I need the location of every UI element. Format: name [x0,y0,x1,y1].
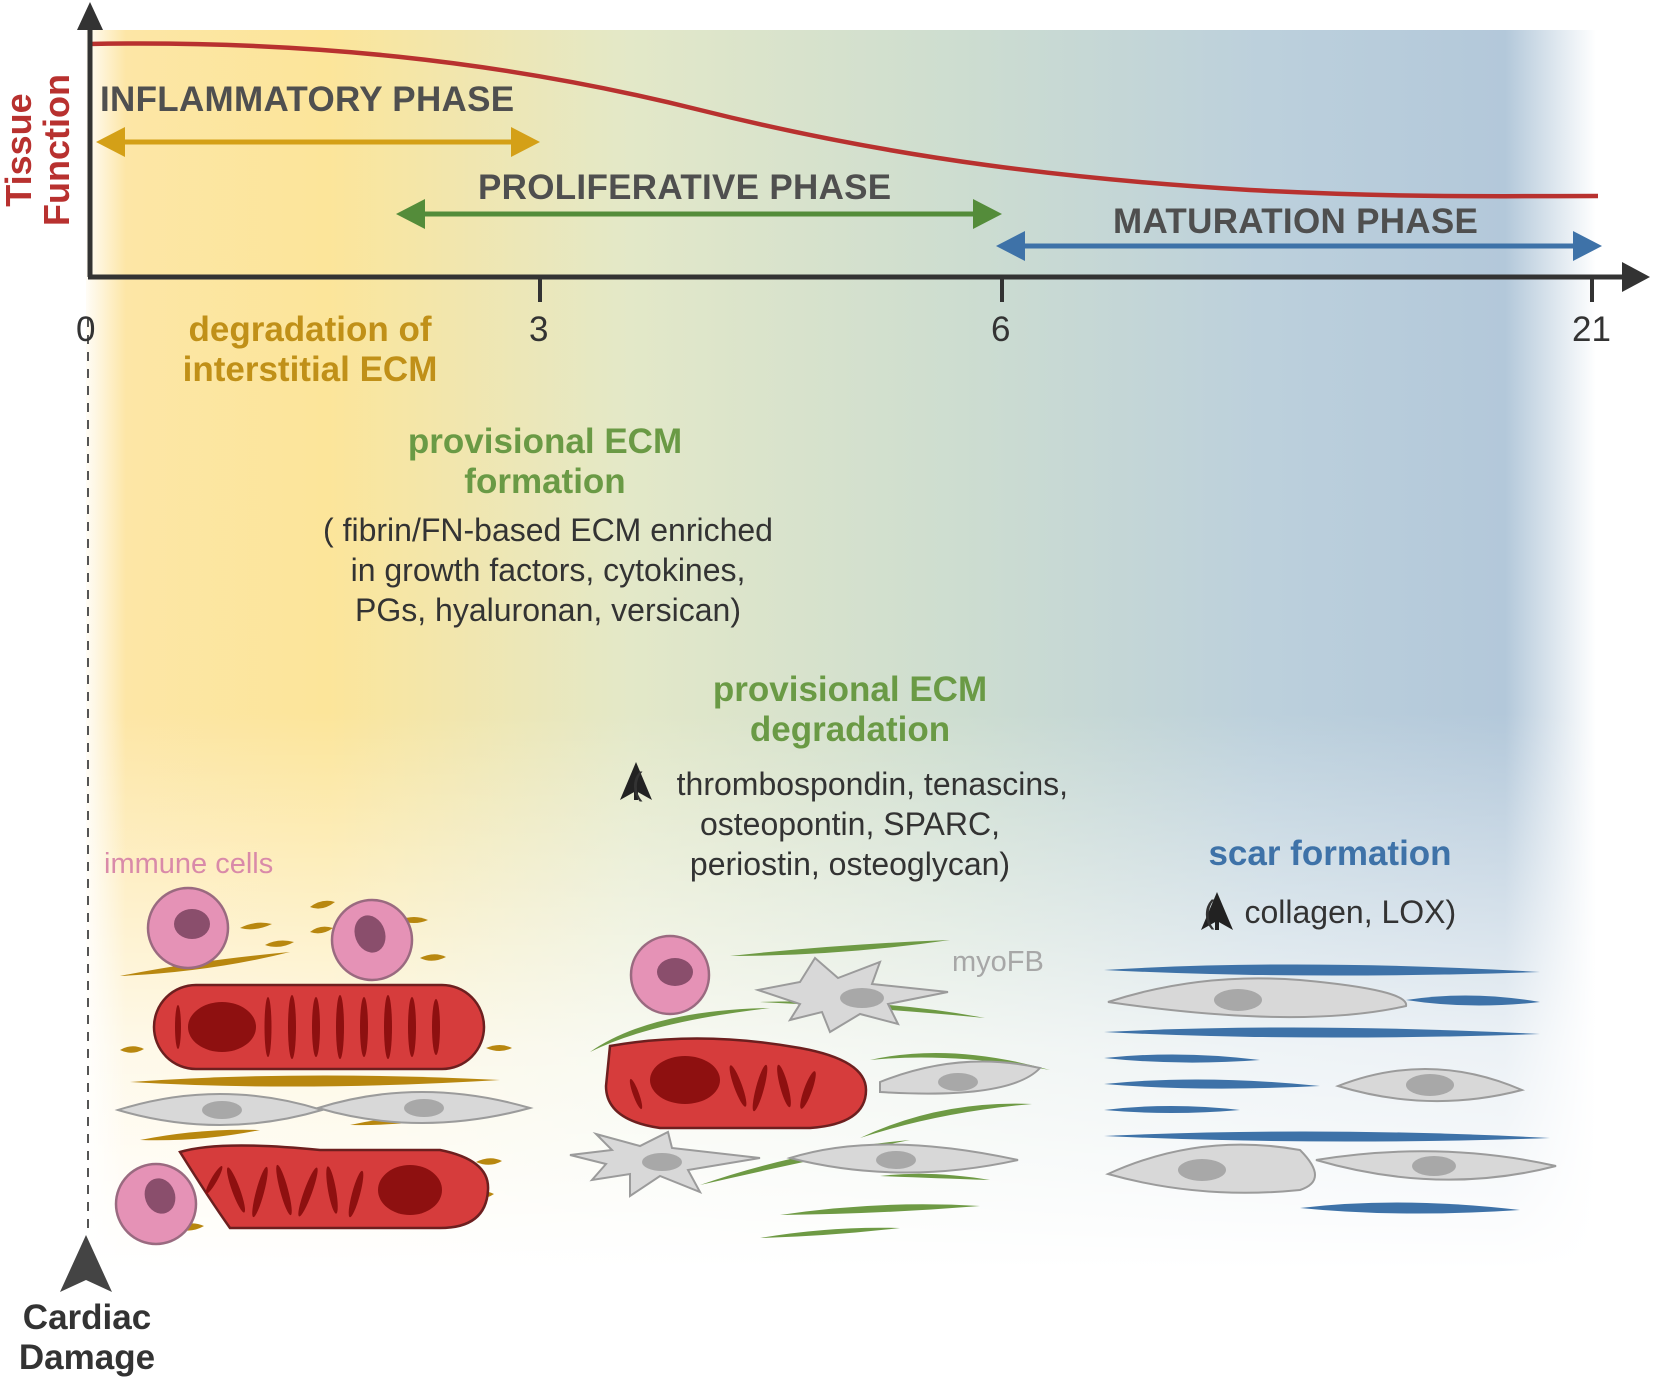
immune-cell [114,1162,198,1246]
prov-formation-line2: formation [464,462,626,501]
cardiac-damage-arrowhead [60,1235,112,1292]
inflammatory-phase-arrow [96,127,540,157]
x-tick-label-3: 3 [529,310,549,349]
ecm-degradation-line2: interstitial ECM [182,350,438,389]
prov-degradation-detail-line2: osteopontin, SPARC, [699,806,1000,842]
x-tick-label-0: 0 [76,310,96,349]
fibroblast [879,1060,1042,1095]
proliferative-cell-cluster [569,934,1050,1238]
prov-degradation-line1: provisional ECM [712,670,988,709]
scar-formation-detail: ( collagen, LOX) [1180,892,1480,932]
y-axis-arrowhead [77,2,103,30]
y-axis-title: Tissue Function [0,50,77,250]
scar-detail-text: collagen, LOX) [1244,894,1457,930]
y-axis-title-line2: Function [36,74,77,226]
collagen-fibers [1104,964,1550,1214]
prov-degradation-detail-line1-text: thrombospondin, tenascins, [676,766,1068,802]
provisional-ecm-degradation-label: provisional ECM degradation [680,670,1020,750]
y-axis-title-line1: Tissue [0,93,39,207]
cardiomyocyte [178,1144,490,1230]
cardiac-damage-line1: Cardiac [22,1298,152,1337]
fibroblast [114,1093,326,1126]
cardiac-damage-label: Cardiac Damage [12,1298,162,1378]
proliferative-phase-arrow [396,199,1002,229]
provisional-ecm-formation-detail: ( fibrin/FN-based ECM enriched in growth… [278,510,818,630]
immune-cells-label: immune cells [104,848,274,880]
cardiac-damage-line2: Damage [18,1338,156,1377]
x-axis-arrowhead [1622,262,1650,292]
background-fade-left [86,30,126,1270]
prov-formation-detail-line2: in growth factors, cytokines, [350,552,746,588]
myofibroblast [754,956,949,1034]
proliferative-phase-label: PROLIFERATIVE PHASE [478,168,892,207]
maturation-phase-label: MATURATION PHASE [1113,202,1479,241]
myofb-label: myoFB [952,946,1044,978]
fibroblast [1107,977,1408,1019]
cardiomyocyte [604,1037,868,1130]
provisional-ecm-formation-label: provisional ECM formation [375,422,715,502]
x-tick-label-6: 6 [991,310,1011,349]
immune-cell [146,886,230,970]
scar-detail-open-paren: ( [1203,894,1215,930]
inflammatory-phase-label: INFLAMMATORY PHASE [100,80,515,119]
increase-arrow-icon [1201,892,1233,930]
ecm-degradation-line1: degradation of [188,310,432,349]
immune-cell [629,934,711,1016]
cardiomyocyte [152,983,486,1071]
prov-degradation-detail-line1: ( thrombospondin, tenascins, [600,764,1100,804]
prov-formation-detail-line3: PGs, hyaluronan, versican) [355,592,741,628]
fibroblast [1105,1143,1316,1194]
inflammatory-cell-cluster [114,886,534,1246]
scar-formation-label: scar formation [1208,834,1452,873]
fibroblast [314,1091,534,1124]
fibroblast [1315,1150,1557,1181]
tissue-function-curve [87,41,1599,199]
x-tick-label-21: 21 [1572,310,1611,349]
prov-formation-detail-line1: ( fibrin/FN-based ECM enriched [323,512,773,548]
provisional-ecm-degradation-detail: ( thrombospondin, tenascins, osteopontin,… [600,764,1100,884]
maturation-phase-arrow [996,231,1602,261]
myofibroblast [569,1130,761,1198]
prov-degradation-open-paren: ( [632,766,643,802]
prov-degradation-detail-line3: periostin, osteoglycan) [689,846,1011,882]
ecm-degradation-label: degradation of interstitial ECM [150,310,470,390]
provisional-ecm-fibers [590,940,1050,1238]
increase-arrow-icon [620,762,652,800]
fibroblast [1334,1068,1526,1103]
scar-cell-cluster [1104,964,1557,1214]
fibroblast [786,1143,1019,1174]
prov-degradation-line2: degradation [749,710,951,749]
prov-formation-line1: provisional ECM [407,422,683,461]
immune-cell [330,898,414,982]
